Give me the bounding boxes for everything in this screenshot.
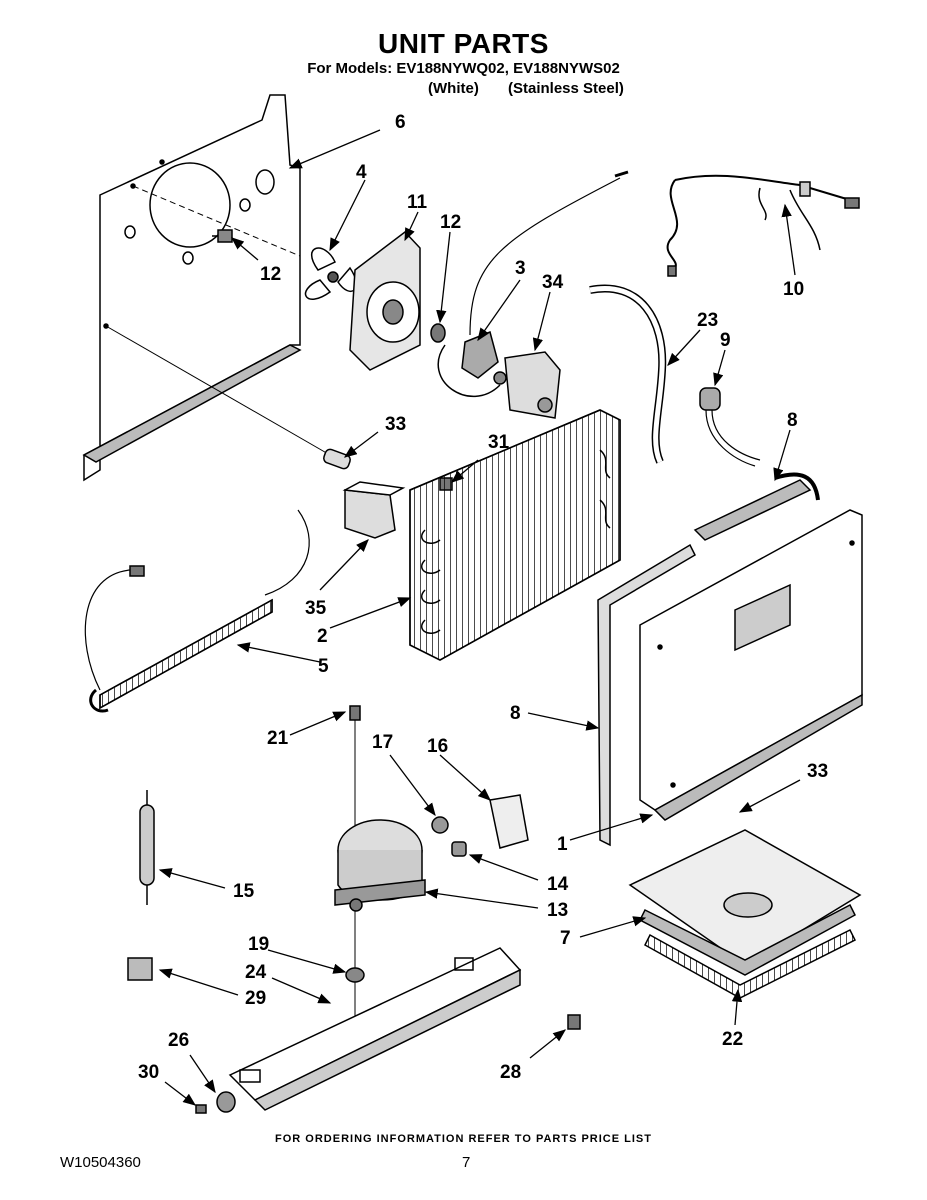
callout-10: 10 — [783, 279, 804, 300]
condenser-part — [644, 928, 857, 999]
callout-13: 13 — [547, 900, 568, 921]
callout-17: 17 — [372, 732, 393, 753]
ordering-note: FOR ORDERING INFORMATION REFER TO PARTS … — [275, 1133, 652, 1145]
callout-15: 15 — [233, 881, 255, 902]
fan-shroud-part — [349, 230, 421, 371]
callout-8a: 8 — [787, 410, 798, 431]
wire-harness-part — [666, 174, 860, 277]
callout-19: 19 — [248, 934, 269, 955]
defrost-heater-part — [84, 509, 310, 713]
callout-33a: 33 — [385, 414, 406, 435]
callout-1: 1 — [557, 834, 568, 855]
callout-34: 34 — [542, 272, 564, 293]
callout-23: 23 — [697, 310, 718, 331]
callout-6: 6 — [395, 112, 406, 133]
motor-bracket-part — [493, 351, 561, 419]
callout-28: 28 — [500, 1062, 521, 1083]
capacitor-part — [127, 957, 153, 981]
callout-2: 2 — [317, 626, 328, 647]
callout-24: 24 — [245, 962, 267, 983]
callout-3: 3 — [515, 258, 526, 279]
compressor-part — [334, 819, 426, 912]
drier-part — [139, 790, 155, 905]
relay-part — [431, 816, 467, 857]
motor-collar-part — [430, 323, 446, 343]
callout-7: 7 — [560, 928, 571, 949]
callout-22: 22 — [722, 1029, 743, 1050]
thermistor-part — [699, 387, 761, 467]
callout-arrows — [158, 129, 801, 1106]
rear-cover-panel-part — [597, 472, 863, 847]
grommet-part — [345, 967, 365, 983]
callout-12b: 12 — [260, 264, 281, 285]
callout-16: 16 — [427, 736, 448, 757]
callout-12a: 12 — [440, 212, 461, 233]
callout-30: 30 — [138, 1062, 159, 1083]
evaporator-coil-part — [409, 409, 621, 661]
callout-29: 29 — [245, 988, 266, 1009]
models-line: For Models: EV188NYWQ02, EV188NYWS02 — [307, 60, 620, 77]
spacer-part — [195, 1091, 236, 1114]
relay-cover-part — [489, 794, 529, 849]
fan-motor-part — [437, 170, 629, 397]
callout-8b: 8 — [510, 703, 521, 724]
insulation-block-part — [342, 481, 406, 539]
screw-part-12a — [212, 229, 233, 243]
callout-35: 35 — [305, 598, 327, 619]
page-number: 7 — [462, 1154, 471, 1171]
callout-14: 14 — [547, 874, 569, 895]
callout-9: 9 — [720, 330, 731, 351]
callout-5: 5 — [318, 656, 329, 677]
callout-4: 4 — [356, 162, 367, 183]
callout-26: 26 — [168, 1030, 189, 1051]
screw-part-28 — [567, 1014, 581, 1030]
variant-white: (White) — [428, 80, 479, 97]
fan-blade-part — [304, 247, 357, 300]
variant-stainless: (Stainless Steel) — [508, 80, 624, 97]
page-title: UNIT PARTS — [378, 28, 549, 59]
back-panel-part — [82, 94, 331, 482]
callout-33b: 33 — [807, 761, 828, 782]
callout-31: 31 — [488, 432, 510, 453]
callout-21: 21 — [267, 728, 289, 749]
drain-tube-part — [589, 284, 667, 464]
document-number: W10504360 — [60, 1154, 141, 1171]
base-rail-part — [228, 947, 522, 1111]
sleeve-part-33a — [323, 448, 351, 470]
callout-11: 11 — [407, 192, 428, 213]
drain-pan-part — [628, 829, 862, 976]
